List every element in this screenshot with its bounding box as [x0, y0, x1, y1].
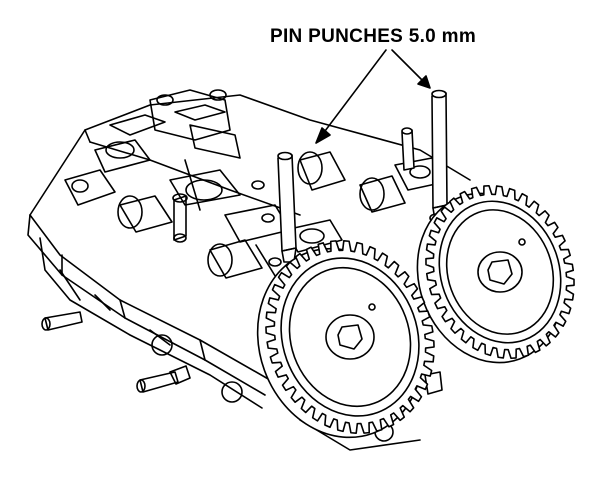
leader-arrows	[315, 49, 431, 144]
pin-punches-callout-label: PIN PUNCHES 5.0 mm	[270, 26, 477, 47]
pulley-web	[288, 266, 412, 408]
pulley-hole	[368, 303, 376, 311]
left-camshaft-pulley	[256, 240, 435, 439]
side-studs	[41, 311, 191, 393]
camshaft-caps	[64, 89, 446, 253]
cylinder-head-block	[27, 94, 471, 409]
pulley-web	[445, 209, 555, 335]
pin-punch-right	[431, 89, 448, 221]
right-camshaft-pulley	[416, 184, 575, 364]
camshaft-pulleys	[256, 184, 575, 439]
pin-punches	[277, 89, 448, 263]
pulley-bolt	[337, 324, 363, 350]
pulley-hole	[518, 238, 526, 246]
pulley-rim	[438, 200, 562, 344]
pulley-rim	[280, 257, 420, 417]
pin-punch-left	[277, 151, 297, 263]
alignment-pin	[401, 127, 415, 171]
pulley-bolt	[487, 259, 513, 285]
